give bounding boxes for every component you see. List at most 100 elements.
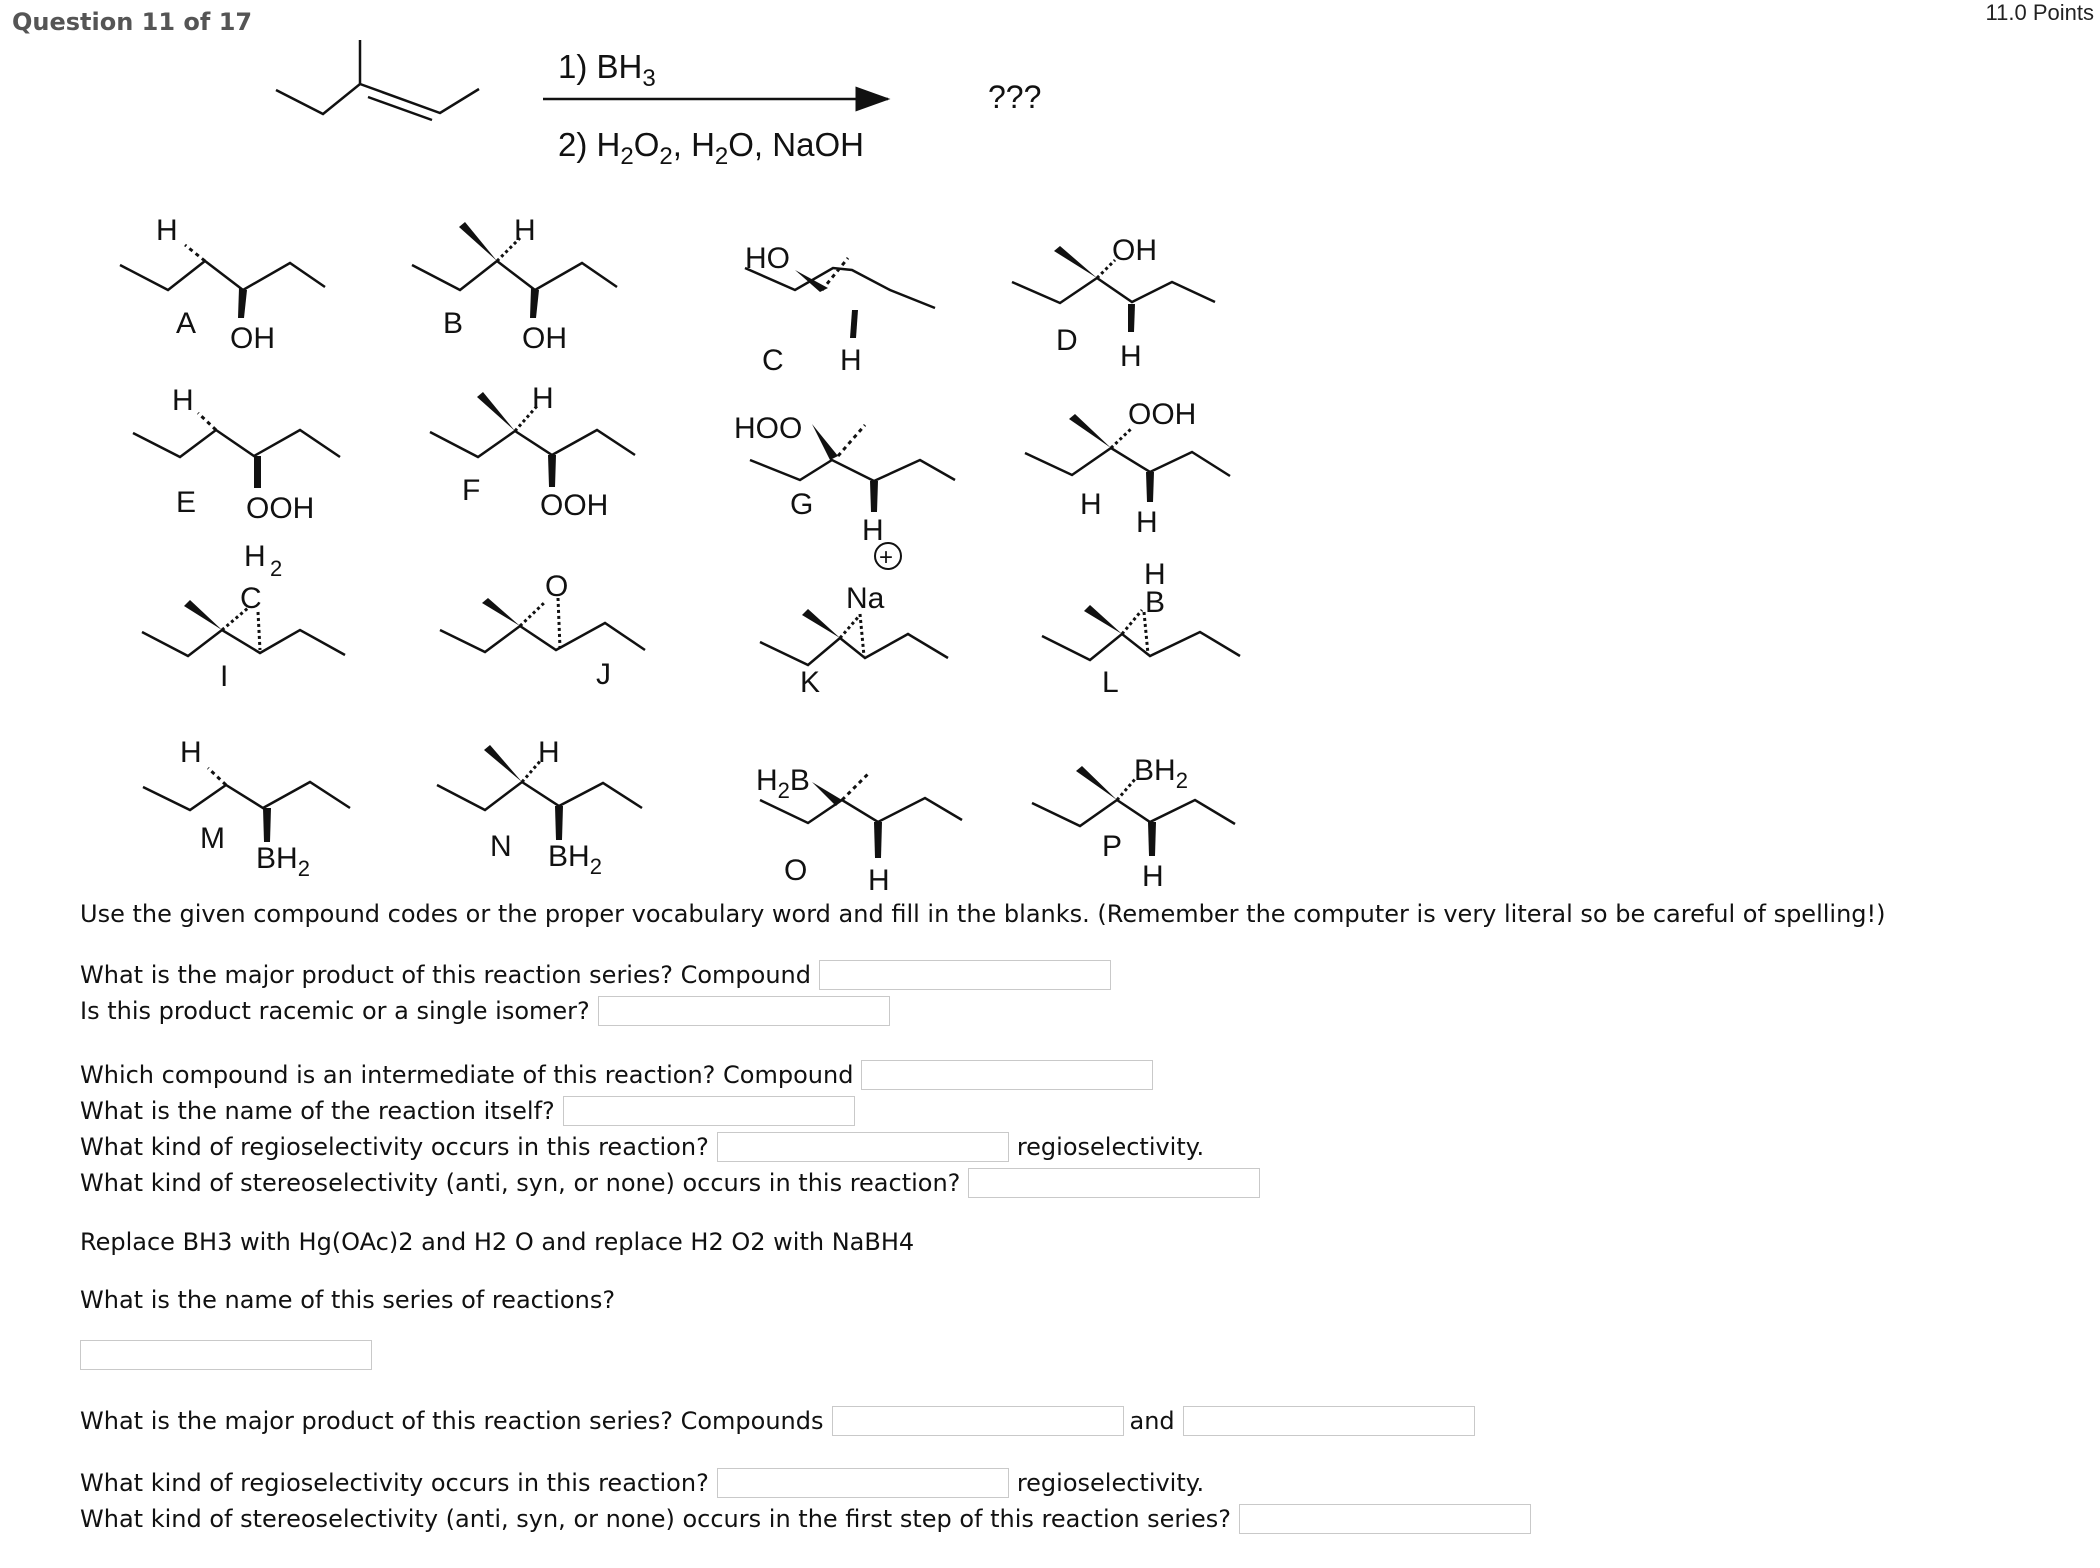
intermediate-input[interactable] — [861, 1060, 1154, 1090]
question-label: What kind of stereoselectivity (anti, sy… — [80, 1505, 1231, 1533]
and-label: and — [1129, 1407, 1175, 1435]
svg-text:+: + — [879, 544, 893, 571]
reagent-step2: 2) H2O2, H2O, NaOH — [558, 126, 864, 170]
svg-text:H: H — [1144, 558, 1166, 591]
svg-text:OOH: OOH — [246, 492, 314, 525]
racemic-input[interactable] — [597, 996, 890, 1026]
svg-text:OH: OH — [230, 322, 275, 355]
svg-text:E: E — [176, 486, 196, 519]
question-label: Which compound is an intermediate of thi… — [80, 1061, 854, 1089]
svg-text:H2B: H2B — [756, 764, 810, 803]
svg-text:O: O — [784, 854, 807, 887]
question-label: What kind of regioselectivity occurs in … — [80, 1133, 709, 1161]
svg-text:2: 2 — [270, 556, 282, 581]
question-suffix: regioselectivity. — [1016, 1469, 1205, 1497]
instructions-text: Use the given compound codes or the prop… — [80, 900, 1886, 928]
compound-d: OH H D — [1011, 234, 1216, 373]
reaction-name-input[interactable] — [562, 1096, 855, 1126]
compound-i: H 2 C I — [141, 540, 346, 693]
compound-k: Na + K — [759, 542, 949, 699]
question-regioselectivity-2: What kind of regioselectivity occurs in … — [80, 1468, 1204, 1498]
question-regioselectivity: What kind of regioselectivity occurs in … — [80, 1132, 1204, 1162]
compound-a: H OH A — [119, 214, 326, 355]
svg-text:H: H — [180, 736, 202, 769]
svg-text:K: K — [800, 666, 820, 699]
regioselectivity-input-2[interactable] — [716, 1468, 1009, 1498]
compound-h: OOH H H — [1024, 398, 1231, 539]
question-counter: Question 11 of 17 — [12, 8, 253, 36]
compound-f: H OOH F — [429, 382, 636, 522]
question-series-name: What is the name of this series of react… — [80, 1286, 616, 1314]
svg-text:L: L — [1102, 666, 1119, 699]
series-name-input[interactable] — [80, 1340, 372, 1370]
svg-text:H: H — [840, 344, 862, 377]
svg-text:P: P — [1102, 830, 1122, 863]
question-suffix: regioselectivity. — [1016, 1133, 1205, 1161]
compound-l: H B L — [1041, 558, 1241, 699]
svg-text:H: H — [1142, 860, 1164, 890]
question-label: What is the major product of this reacti… — [80, 961, 812, 989]
svg-text:J: J — [596, 658, 611, 691]
reaction-scheme-figure: 1) BH3 2) H2O2, H2O, NaOH ??? H OH A H O… — [119, 40, 1241, 890]
svg-text:D: D — [1056, 324, 1078, 357]
svg-text:A: A — [176, 307, 196, 340]
question-intermediate: Which compound is an intermediate of thi… — [80, 1060, 1159, 1090]
regioselectivity-input[interactable] — [716, 1132, 1009, 1162]
question-label: What kind of regioselectivity occurs in … — [80, 1469, 709, 1497]
compound-p: BH2 H P — [1031, 754, 1236, 890]
svg-text:BH2: BH2 — [256, 842, 310, 881]
unknown-product: ??? — [988, 79, 1041, 115]
svg-text:G: G — [790, 488, 813, 521]
svg-text:B: B — [443, 307, 463, 340]
svg-text:HO: HO — [745, 242, 790, 275]
replace-instruction: Replace BH3 with Hg(OAc)2 and H2 O and r… — [80, 1228, 915, 1256]
question-label: What kind of stereoselectivity (anti, sy… — [80, 1169, 961, 1197]
svg-text:H: H — [868, 864, 890, 890]
stereoselectivity-input[interactable] — [968, 1168, 1261, 1198]
major-product-input-2[interactable] — [1182, 1406, 1475, 1436]
compound-n: H BH2 N — [436, 736, 643, 879]
question-stereoselectivity: What kind of stereoselectivity (anti, sy… — [80, 1168, 1266, 1198]
major-product-input-1[interactable] — [831, 1406, 1124, 1436]
compound-c: HO H C — [744, 242, 936, 377]
svg-text:OOH: OOH — [1128, 398, 1196, 431]
compound-j: O J — [439, 570, 646, 691]
svg-text:O: O — [545, 570, 568, 603]
svg-text:H: H — [172, 384, 194, 417]
svg-text:OH: OH — [522, 322, 567, 355]
svg-text:B: B — [1145, 586, 1165, 619]
compound-o: H2B H O — [756, 764, 963, 890]
stereoselectivity-input-2[interactable] — [1238, 1504, 1531, 1534]
compound-m: H BH2 M — [142, 736, 351, 881]
svg-text:H: H — [1120, 340, 1142, 373]
svg-text:HOO: HOO — [734, 412, 802, 445]
svg-text:F: F — [462, 474, 480, 507]
svg-text:N: N — [490, 830, 512, 863]
major-product-input[interactable] — [819, 960, 1112, 990]
svg-text:H: H — [538, 736, 560, 769]
svg-text:M: M — [200, 822, 225, 855]
question-major-products: What is the major product of this reacti… — [80, 1406, 1481, 1436]
points-value: 11.0 Points — [1985, 0, 2094, 25]
compound-e: H OOH E — [132, 384, 341, 525]
question-reaction-name: What is the name of the reaction itself? — [80, 1096, 861, 1126]
compound-g: HOO H G — [734, 412, 956, 547]
svg-text:H: H — [1136, 506, 1158, 539]
svg-text:H: H — [156, 214, 178, 247]
question-label: Is this product racemic or a single isom… — [80, 997, 590, 1025]
question-major-product: What is the major product of this reacti… — [80, 960, 1117, 990]
svg-text:H: H — [862, 514, 884, 547]
question-racemic: Is this product racemic or a single isom… — [80, 996, 896, 1026]
svg-text:C: C — [762, 344, 784, 377]
svg-text:BH2: BH2 — [1134, 754, 1188, 793]
svg-text:H: H — [514, 214, 536, 247]
question-label: What is the major product of this reacti… — [80, 1407, 824, 1435]
svg-text:H: H — [1080, 488, 1102, 521]
compound-b: H OH B — [411, 214, 618, 355]
svg-text:BH2: BH2 — [548, 840, 602, 879]
svg-text:H: H — [244, 540, 266, 573]
svg-text:OOH: OOH — [540, 489, 608, 522]
reagent-step1: 1) BH3 — [558, 48, 656, 92]
svg-text:C: C — [240, 582, 262, 615]
svg-text:I: I — [220, 660, 228, 693]
